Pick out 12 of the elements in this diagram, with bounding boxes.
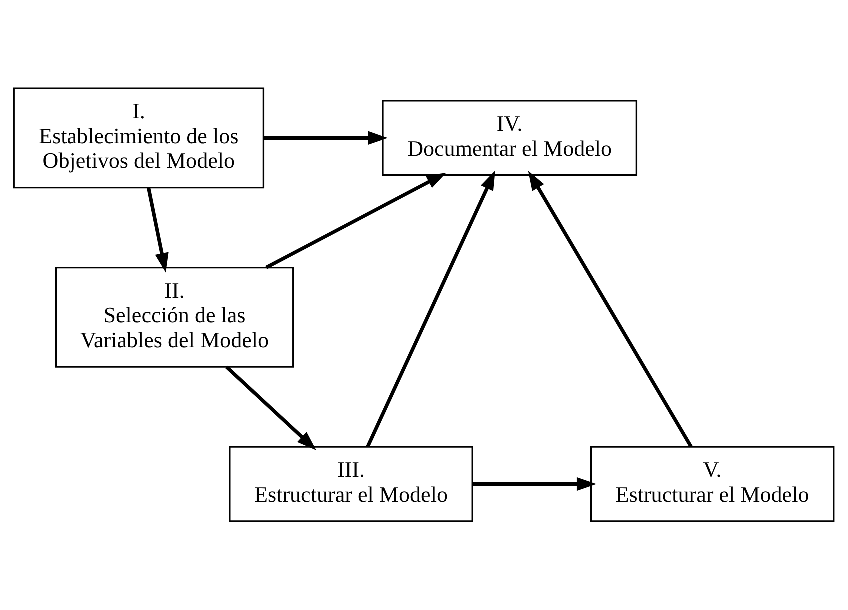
arrow [528, 170, 693, 448]
arrow [472, 477, 597, 492]
arrow [264, 131, 388, 146]
arrow [147, 188, 169, 273]
arrow [366, 170, 496, 448]
node-box: V. Estructurar el Modelo [590, 446, 835, 522]
node-box: IV. Documentar el Modelo [382, 100, 638, 176]
node-box: II. Selección de las Variables del Modelo [55, 266, 294, 368]
node-box: I. Establecimiento de los Objetivos del Modelo [13, 88, 265, 189]
arrow [266, 172, 446, 270]
node-box: III. Estructurar el Modelo [229, 446, 474, 522]
arrow [226, 366, 316, 451]
